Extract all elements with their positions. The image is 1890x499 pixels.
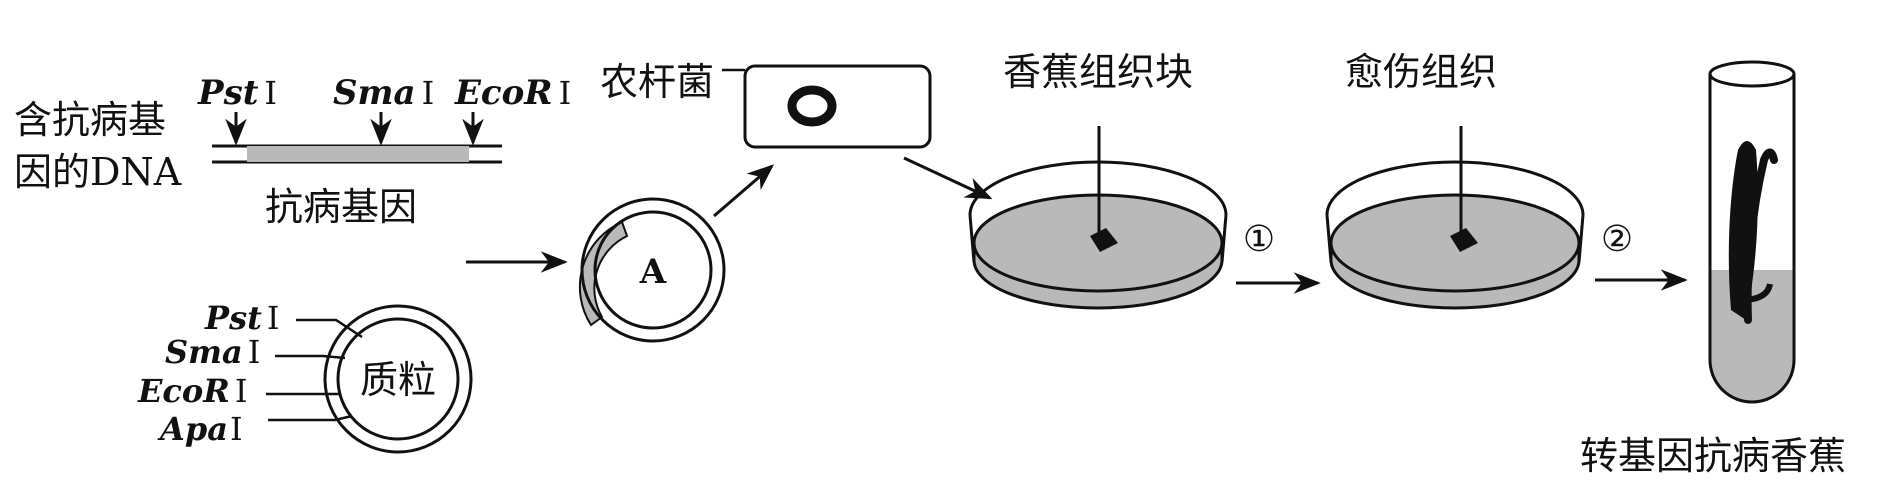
plasmid-site-apa: ApaⅠ — [157, 410, 243, 448]
step-1-label: ① — [1243, 219, 1275, 260]
dish1-lid-left — [970, 215, 974, 262]
plasmid-site-sma-line — [275, 356, 345, 358]
dna-label-line2: 因的DNA — [14, 150, 182, 194]
tube-mouth — [1710, 62, 1794, 86]
dna-label-line1: 含抗病基 — [14, 98, 166, 142]
petri-dish-callus: 愈伤组织 — [1327, 50, 1583, 308]
step-2-label: ② — [1601, 219, 1633, 260]
agrobacterium-cell — [745, 66, 930, 147]
plasmid-site-apa-line — [268, 416, 352, 420]
test-tube: 转基因抗病香蕉 — [1580, 62, 1846, 478]
dish2-label: 愈伤组织 — [1345, 50, 1497, 94]
gene-label: 抗病基因 — [265, 185, 417, 229]
dish1-label: 香蕉组织块 — [1003, 50, 1193, 94]
recombinant-plasmid-a: A — [580, 199, 724, 341]
recombinant-label: A — [639, 252, 667, 292]
petri-dish-banana-tissue: 香蕉组织块 — [970, 50, 1226, 308]
arrow-to-dish1 — [904, 158, 990, 198]
arrow-to-agrobacterium — [714, 166, 772, 216]
dish2-lid-right — [1579, 215, 1583, 262]
agrobacterium-label: 农杆菌 — [600, 60, 714, 104]
dish2-lid-left — [1327, 215, 1331, 262]
dish1-lid-right — [1222, 215, 1226, 262]
agrobacterium: 农杆菌 — [600, 60, 930, 147]
plasmid-label: 质粒 — [360, 358, 436, 402]
disease-resistance-gene-segment — [247, 146, 469, 162]
tube-label: 转基因抗病香蕉 — [1580, 434, 1846, 478]
tube-medium — [1710, 270, 1794, 402]
